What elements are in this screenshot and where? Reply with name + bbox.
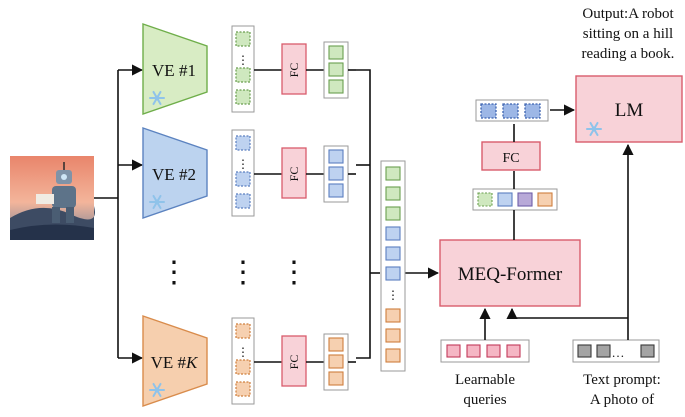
projected-token — [328, 149, 344, 164]
vision-encoder-label: VE #2 — [152, 165, 196, 184]
meq-output-token — [517, 192, 533, 207]
query-token — [446, 344, 461, 358]
meq-output-token — [477, 192, 493, 207]
query-token — [466, 344, 481, 358]
encoder-token — [235, 193, 251, 209]
frozen-snowflake-icon — [149, 90, 165, 106]
prompt-ellipsis: … — [612, 345, 625, 360]
concat-token — [385, 226, 401, 241]
projected-token — [328, 62, 344, 77]
prompt-token — [596, 344, 611, 358]
projected-token — [328, 79, 344, 94]
frozen-snowflake-icon — [586, 121, 602, 137]
encoder-ellipsis: ⋮ — [159, 256, 189, 289]
vision-encoder-shape — [142, 315, 208, 407]
meq-output-frame — [472, 188, 558, 211]
meq-output-token — [497, 192, 513, 207]
prompt-connectors — [506, 143, 634, 340]
fc-block — [281, 147, 307, 199]
visual-token — [502, 103, 519, 119]
encoder-rows: VE #1 ⋮ FC VE #2 ⋮ FC VE #K ⋮ FC — [142, 23, 356, 407]
concat-token — [385, 308, 401, 323]
output-line-1: Output:A robot — [582, 6, 674, 22]
encoder-token — [235, 135, 251, 151]
query-token — [486, 344, 501, 358]
learnable-queries — [440, 339, 530, 363]
concat-token — [385, 328, 401, 343]
concat-token — [385, 266, 401, 281]
vision-encoder-shape — [142, 23, 208, 115]
projected-token — [328, 337, 344, 352]
vision-encoder-shape — [142, 127, 208, 219]
fc-ellipsis: ⋮ — [279, 256, 309, 289]
input-image — [10, 156, 95, 240]
merge-lines — [356, 69, 440, 359]
top-fc-label: FC — [502, 151, 519, 166]
prompt-frame — [572, 339, 660, 363]
projected-token — [328, 45, 344, 60]
meq-former-block: MEQ-Former — [439, 239, 581, 307]
visual-token — [480, 103, 497, 119]
fc-block — [281, 43, 307, 95]
vision-encoder-label: VE #1 — [152, 61, 196, 80]
prompt-label-line-2: A photo of — [590, 392, 654, 408]
encoder-token-ellipsis: ⋮ — [237, 53, 249, 67]
concat-token — [385, 246, 401, 261]
concat-token — [385, 186, 401, 201]
fc-label: FC — [287, 355, 301, 370]
text-prompt-tokens — [572, 339, 660, 363]
frozen-snowflake-icon — [149, 194, 165, 210]
encoder-token — [235, 89, 251, 105]
encoder-row-1: VE #1 ⋮ FC — [142, 23, 356, 115]
lm-label: LM — [615, 100, 644, 121]
lm-frozen-icon — [586, 121, 602, 137]
frozen-snowflake-icon — [149, 382, 165, 398]
output-text: Output:A robot sitting on a hill reading… — [582, 6, 675, 62]
concat-token — [385, 206, 401, 221]
token-ellipsis: ⋮ — [228, 256, 258, 289]
lm-block: LM — [575, 75, 683, 143]
encoder-token — [235, 31, 251, 47]
visual-prompt-tokens — [475, 99, 549, 122]
encoder-token-ellipsis: ⋮ — [237, 157, 249, 171]
fc-label: FC — [287, 167, 301, 182]
concat-token — [385, 348, 401, 363]
encoder-row-2: VE #2 ⋮ FC — [142, 127, 356, 219]
encoder-token — [235, 171, 251, 187]
encoder-token — [235, 67, 251, 83]
concat-ellipsis: ⋮ — [387, 288, 399, 302]
projected-token — [328, 354, 344, 369]
query-token — [506, 344, 521, 358]
prompt-label-line-1: Text prompt: — [583, 372, 661, 388]
fc-block — [281, 335, 307, 387]
output-line-3: reading a book. — [582, 46, 675, 62]
projected-token — [328, 166, 344, 181]
top-fc-block: FC — [481, 141, 541, 171]
queries-label-line-2: queries — [463, 392, 506, 408]
meq-former-label: MEQ-Former — [458, 264, 563, 285]
image-to-encoders — [94, 64, 144, 364]
encoder-token-ellipsis: ⋮ — [237, 345, 249, 359]
encoder-row-3: VE #K ⋮ FC — [142, 315, 356, 407]
encoder-token — [235, 381, 251, 397]
prompt-token — [577, 344, 592, 358]
queries-label-line-1: Learnable — [455, 372, 515, 388]
visual-token — [524, 103, 541, 119]
fc-label: FC — [287, 63, 301, 78]
concatenated-tokens: ⋮ — [380, 160, 406, 372]
prompt-token — [640, 344, 655, 358]
vision-encoder-label: VE #K — [151, 353, 199, 372]
projected-token — [328, 371, 344, 386]
encoder-token — [235, 359, 251, 375]
meq-output-token — [537, 192, 553, 207]
concat-token — [385, 166, 401, 181]
output-line-2: sitting on a hill — [583, 26, 673, 42]
encoder-token — [235, 323, 251, 339]
meq-output-tokens — [472, 188, 558, 211]
projected-token — [328, 183, 344, 198]
